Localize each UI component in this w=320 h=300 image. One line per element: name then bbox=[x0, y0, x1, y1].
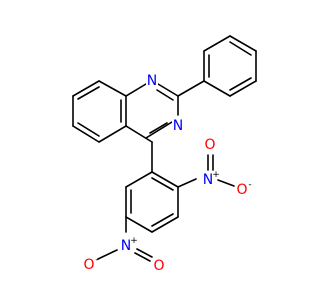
bond bbox=[145, 121, 173, 139]
bond bbox=[98, 125, 127, 143]
bond-inner bbox=[77, 86, 100, 100]
bond bbox=[157, 83, 179, 97]
atom-o: O bbox=[204, 137, 215, 153]
charge-sign: + bbox=[130, 236, 138, 246]
bond bbox=[125, 83, 147, 97]
bond bbox=[229, 80, 257, 97]
bond-inner bbox=[156, 89, 174, 101]
bond bbox=[136, 248, 153, 258]
bond bbox=[72, 125, 100, 143]
atom-backdrop bbox=[83, 257, 95, 273]
bond bbox=[151, 171, 179, 188]
bond-inner bbox=[149, 122, 168, 134]
bond bbox=[203, 80, 231, 97]
structure-drawing: NNN+O-ON+O-O bbox=[72, 35, 257, 274]
bond bbox=[72, 80, 100, 97]
atom-backdrop bbox=[146, 73, 158, 89]
atom-o: O bbox=[153, 258, 164, 274]
bond-inner bbox=[151, 177, 174, 191]
atom-backdrop bbox=[236, 182, 248, 198]
atom-n: N bbox=[173, 118, 183, 134]
bond bbox=[229, 35, 257, 52]
atom-labels: NNN+O-ON+O-O bbox=[83, 73, 252, 274]
bond bbox=[151, 216, 179, 233]
bond bbox=[134, 252, 151, 262]
atom-n: N bbox=[203, 172, 213, 188]
bond bbox=[125, 125, 153, 143]
bond bbox=[203, 35, 231, 52]
atom-backdrop bbox=[120, 238, 132, 254]
atom-o: O bbox=[83, 257, 94, 273]
atom-o: O bbox=[236, 182, 247, 198]
bond bbox=[217, 179, 235, 187]
atom-n: N bbox=[147, 73, 157, 89]
bond-inner bbox=[151, 213, 174, 227]
bond bbox=[177, 178, 197, 188]
atom-backdrop bbox=[202, 172, 214, 188]
atom-n: N bbox=[121, 238, 131, 254]
bond-inner bbox=[77, 122, 100, 137]
bond bbox=[97, 249, 118, 260]
bond bbox=[177, 80, 205, 97]
atom-backdrop bbox=[153, 258, 165, 274]
bond bbox=[125, 216, 153, 233]
bonds bbox=[72, 35, 257, 262]
bond bbox=[125, 171, 153, 188]
charge-sign: - bbox=[248, 180, 251, 190]
atom-backdrop bbox=[204, 137, 216, 153]
bond-inner bbox=[229, 41, 252, 56]
atom-backdrop bbox=[172, 118, 184, 134]
charge-sign: + bbox=[212, 170, 220, 180]
charge-sign: - bbox=[95, 255, 98, 265]
bond bbox=[98, 80, 127, 97]
bond-inner bbox=[229, 77, 252, 91]
